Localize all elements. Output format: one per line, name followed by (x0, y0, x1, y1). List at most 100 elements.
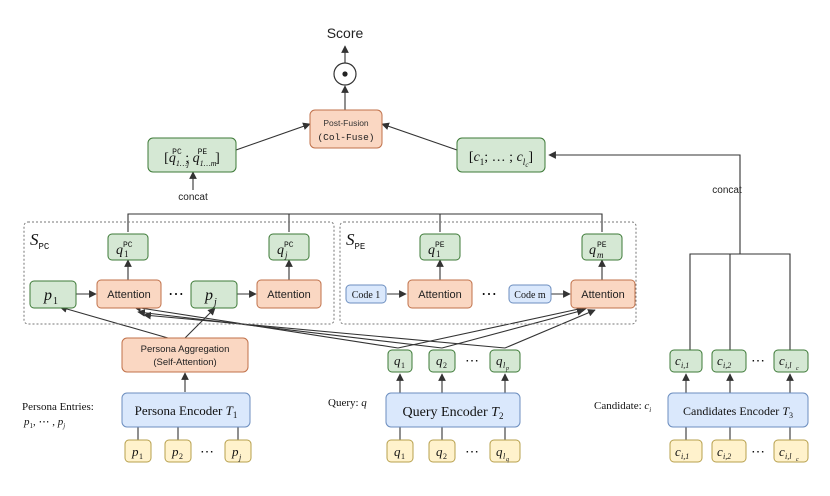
svg-text:c: c (779, 353, 785, 368)
post-fusion-box: Post-Fusion (Col-Fuse) (309, 109, 383, 149)
pc-pe-concat-label: concat (178, 192, 208, 203)
svg-text:m: m (597, 250, 604, 260)
svg-text:PE: PE (597, 241, 607, 250)
candidate-output-ellipsis: ⋯ (751, 354, 765, 369)
svg-text:q: q (506, 457, 509, 463)
svg-text:1: 1 (401, 361, 405, 370)
svg-text:[q1…jPC ; q1…mPE]: [q1…jPC ; q1…mPE] (164, 148, 220, 168)
svg-text:Candidates Encoder T3: Candidates Encoder T3 (683, 404, 793, 420)
svg-text:l: l (503, 452, 506, 461)
svg-text:(Self-Attention): (Self-Attention) (153, 357, 216, 368)
svg-text:PC: PC (284, 241, 294, 250)
svg-text:i,2: i,2 (723, 452, 731, 461)
post-fusion-method: (Col-Fuse) (317, 132, 374, 143)
persona-entries-label: Persona Entries: (22, 401, 94, 413)
svg-text:2: 2 (179, 452, 183, 461)
pe-query-box-1: q PE 1 (419, 233, 461, 261)
pc-attention-1: Attention (96, 279, 162, 309)
svg-text:i,1: i,1 (681, 361, 689, 370)
candidates-encoder: Candidates Encoder T3 (667, 392, 809, 428)
svg-text:i,2: i,2 (723, 361, 731, 370)
svg-text:q: q (277, 243, 284, 258)
svg-text:c: c (675, 444, 681, 459)
persona-explanation-set: SPE q PE 1 q PE m Code 1 Attention ⋯ Cod… (339, 221, 637, 325)
svg-text:q: q (436, 444, 443, 459)
svg-text:p: p (204, 287, 213, 304)
svg-text:c: c (796, 366, 799, 372)
svg-text:Attention: Attention (418, 289, 461, 301)
pe-attention-2: Attention (570, 279, 636, 309)
svg-text:[c1; … ; clc]: [c1; … ; clc] (469, 150, 533, 169)
svg-text:p: p (505, 366, 509, 372)
svg-text:1: 1 (124, 249, 129, 259)
svg-text:q: q (116, 243, 123, 258)
svg-text:Code m: Code m (514, 290, 546, 301)
svg-text:c: c (675, 353, 681, 368)
pe-set-label: SPE (346, 230, 365, 252)
post-fusion-title: Post-Fusion (323, 118, 369, 128)
svg-text:q: q (496, 353, 503, 368)
svg-text:p: p (231, 444, 239, 459)
svg-text:p: p (131, 444, 139, 459)
svg-text:j: j (212, 297, 217, 308)
pc-pj-box: p j (190, 280, 238, 309)
svg-text:1: 1 (53, 296, 58, 307)
svg-text:q: q (436, 353, 443, 368)
pc-query-box-1: q PC 1 (107, 233, 149, 261)
svg-text:i,1: i,1 (681, 452, 689, 461)
svg-text:q: q (394, 444, 401, 459)
svg-text:PE: PE (435, 241, 445, 250)
pc-ellipsis: ⋯ (168, 286, 184, 303)
pe-code-m: Code m (508, 284, 552, 304)
svg-text:c: c (779, 444, 785, 459)
svg-text:Attention: Attention (267, 289, 310, 301)
svg-text:Attention: Attention (107, 289, 150, 301)
svg-text:l: l (503, 361, 506, 370)
svg-text:Query Encoder T2: Query Encoder T2 (403, 405, 504, 421)
dot-product-node (333, 62, 357, 86)
score-label: Score (327, 25, 364, 41)
candidate-label: Candidate: ci (594, 400, 651, 414)
svg-text:1: 1 (436, 249, 441, 259)
svg-text:Persona Aggregation: Persona Aggregation (141, 344, 230, 355)
svg-text:p: p (171, 444, 179, 459)
query-encoder: Query Encoder T2 (385, 392, 521, 428)
persona-encoder: Persona Encoder T1 (121, 392, 251, 428)
svg-text:j: j (284, 250, 288, 260)
candidate-concat-box: [c1; … ; clc] (456, 137, 546, 173)
connectors (59, 45, 794, 440)
pe-query-box-m: q PE m (581, 233, 623, 261)
svg-text:c: c (717, 353, 723, 368)
svg-text:1: 1 (139, 452, 143, 461)
svg-text:q: q (496, 444, 503, 459)
query-input-ellipsis: ⋯ (465, 445, 479, 460)
svg-text:2: 2 (443, 361, 447, 370)
pe-attention-1: Attention (407, 279, 473, 309)
pc-pe-concat-box: [q1…jPC ; q1…mPE] (147, 137, 237, 173)
persona-input-ellipsis: ⋯ (200, 445, 214, 460)
svg-text:j: j (238, 453, 242, 462)
pe-code-1: Code 1 (345, 284, 387, 304)
svg-text:2: 2 (443, 452, 447, 461)
svg-text:c: c (717, 444, 723, 459)
svg-text:p: p (43, 287, 52, 304)
svg-text:c: c (796, 457, 799, 463)
svg-text:i,l: i,l (785, 361, 792, 370)
pe-ellipsis: ⋯ (481, 286, 497, 303)
svg-text:PC: PC (123, 241, 133, 250)
